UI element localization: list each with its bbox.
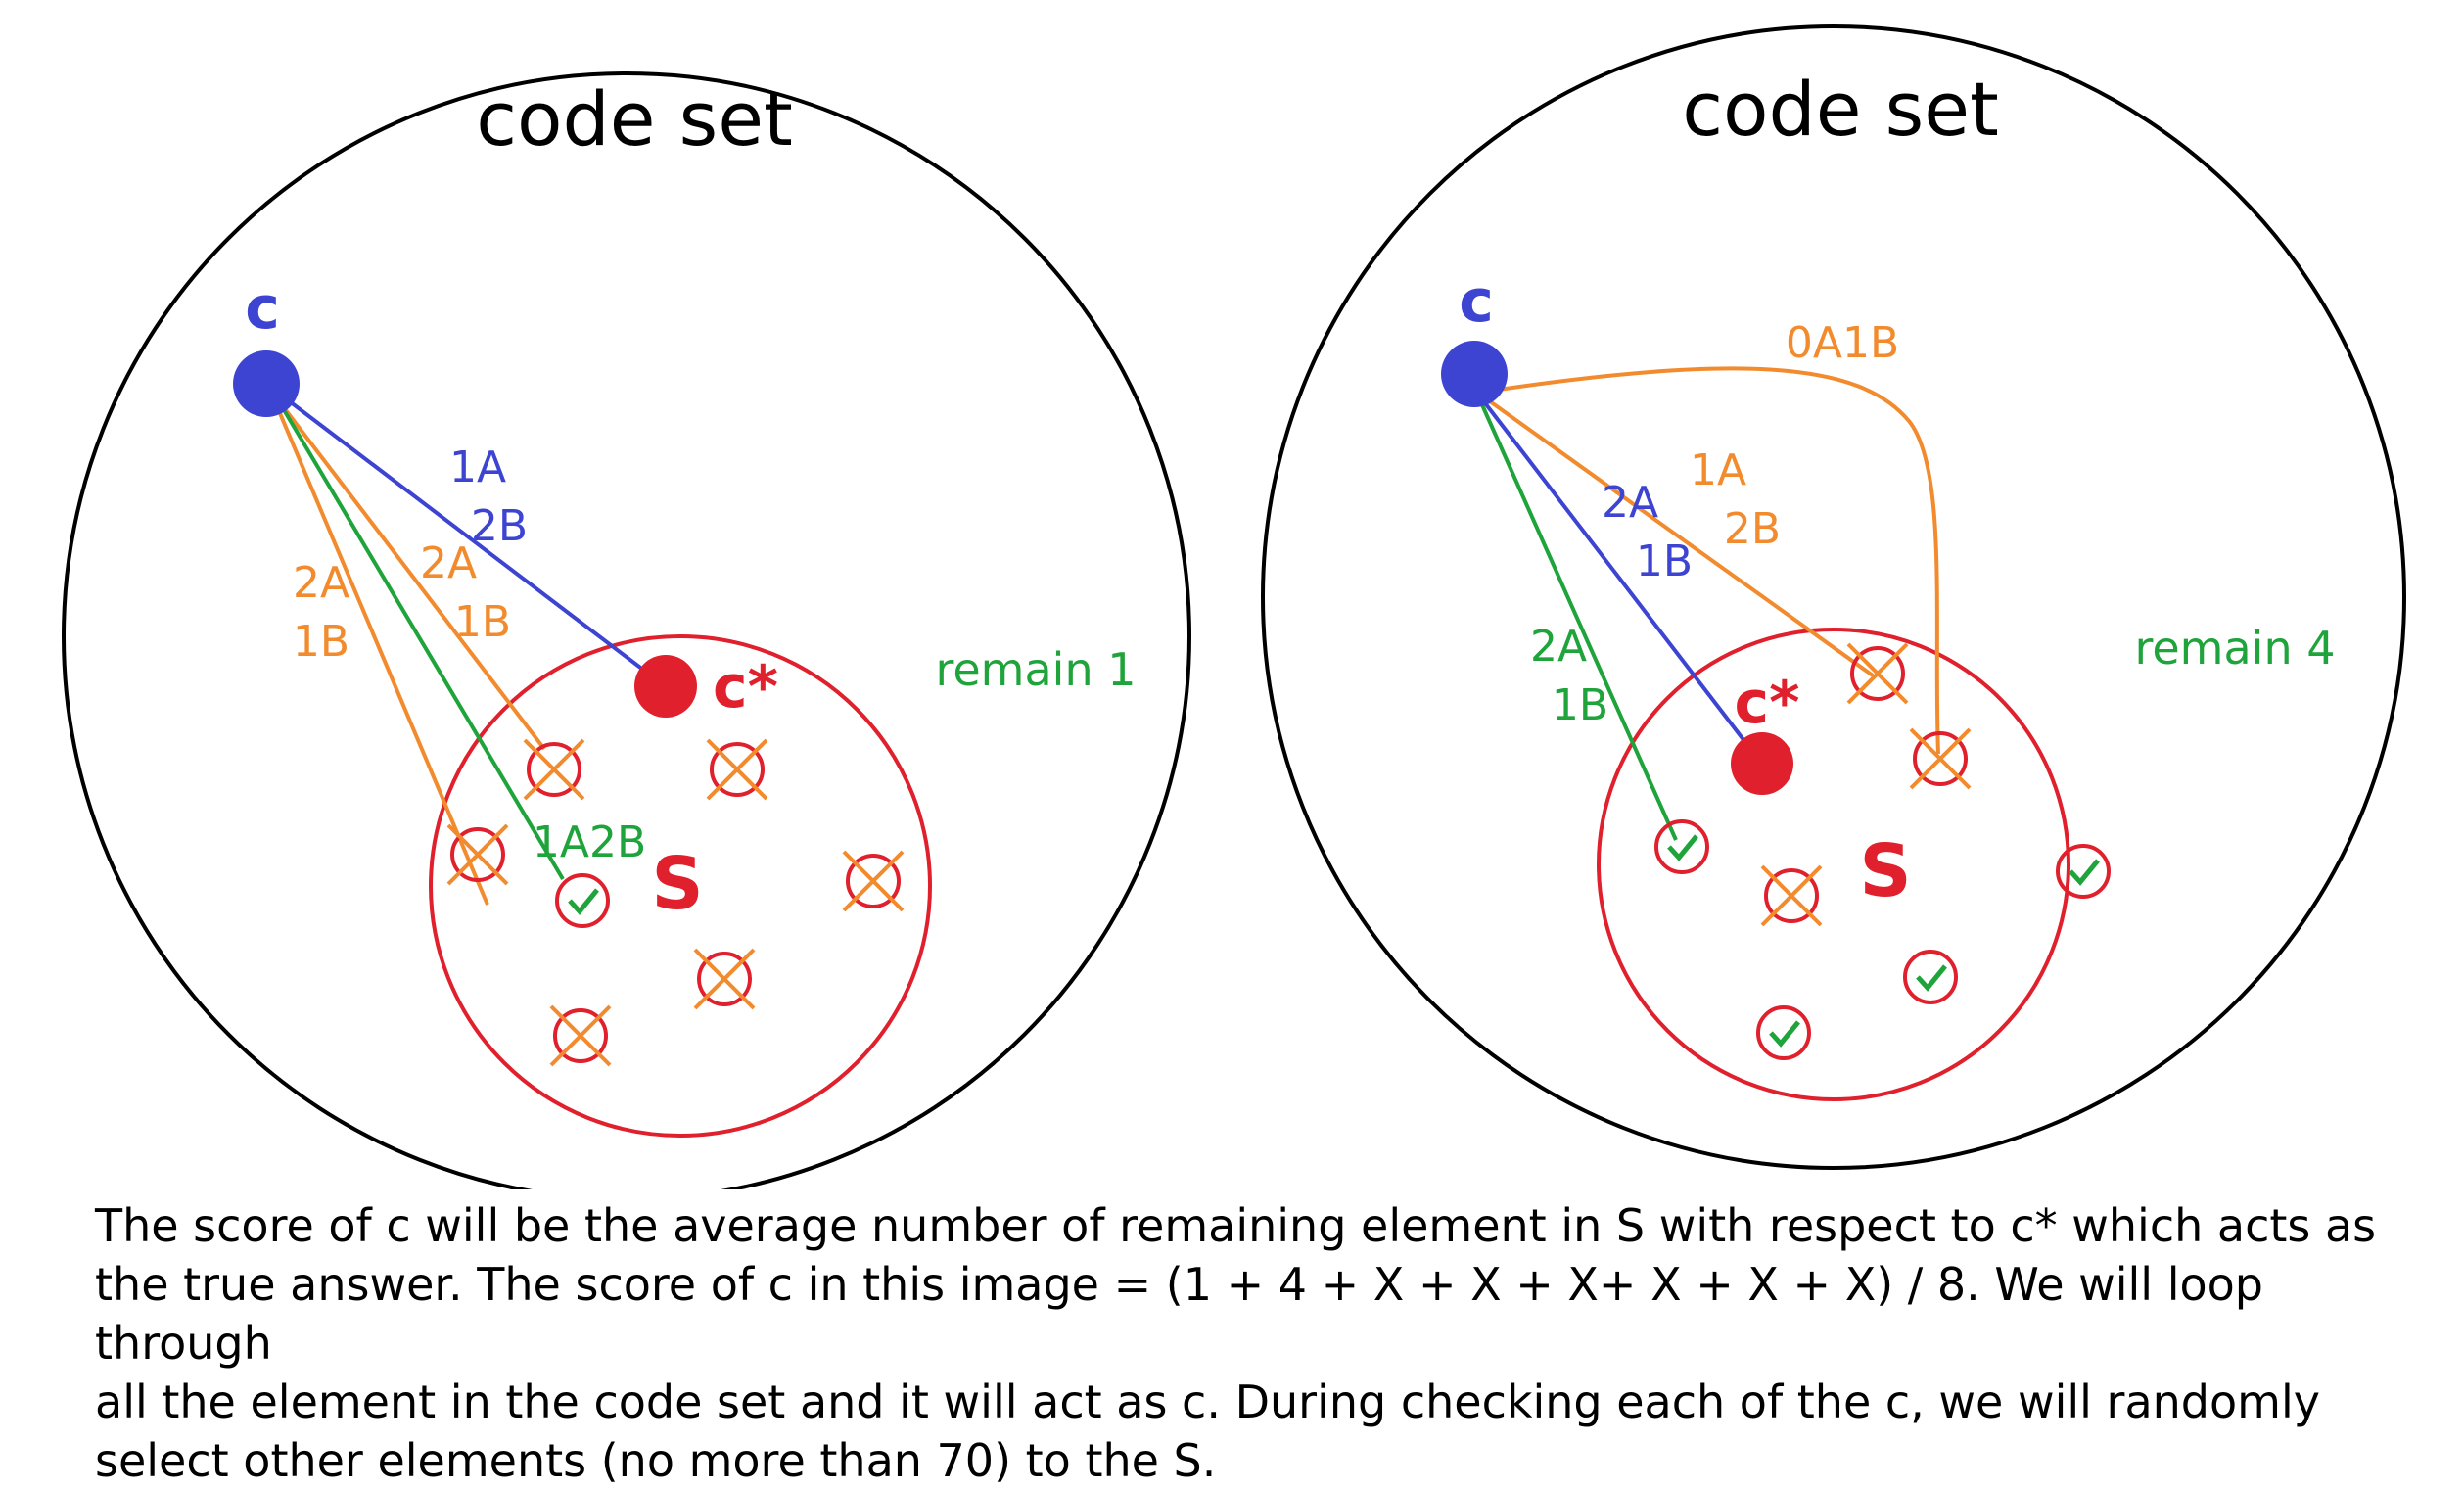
right-answer-label: c*: [1735, 669, 1800, 737]
right-edge-green: [1474, 391, 1678, 841]
left-answer-label: c*: [713, 653, 778, 722]
checkmark-circle-icon: [1654, 819, 1709, 874]
left-edge-orange-a: [272, 398, 489, 906]
right-remain-label: remain 4: [2134, 622, 2335, 675]
left-edge-blue: [264, 382, 666, 687]
left-guess-node: [233, 350, 300, 417]
left-edge-label: 2A: [420, 538, 477, 588]
diagram-canvas: code set c c* S remain 1 1A 2B 2A 1B 2A …: [62, 24, 2406, 1189]
right-edge-curve: [1471, 366, 1940, 755]
caption-line: The score of c will be the average numbe…: [95, 1199, 2377, 1252]
left-edge-label: 2A: [293, 558, 349, 608]
left-edge-label: 1A: [449, 442, 506, 492]
right-set-label: S: [1859, 829, 1911, 913]
right-edge-label: 2A: [1602, 478, 1658, 528]
left-panel: code set c c* S remain 1 1A 2B 2A 1B 2A …: [62, 71, 1191, 1189]
crossed-circle-icon: [1909, 727, 1972, 790]
right-edge-label: 2B: [1724, 504, 1781, 554]
left-title: code set: [476, 75, 793, 163]
left-edge-orange-b: [274, 396, 546, 751]
crossed-circle-icon: [446, 823, 509, 886]
right-edge-blue: [1474, 390, 1756, 756]
left-edge-label: 1A2B: [533, 817, 646, 867]
crossed-circle-icon: [549, 1004, 612, 1067]
left-edge-green: [278, 401, 565, 881]
checkmark-circle-icon: [2056, 844, 2111, 899]
right-edge-label: 1A: [1690, 445, 1746, 495]
crossed-circle-icon: [523, 738, 585, 801]
left-set-label: S: [651, 842, 703, 926]
checkmark-circle-icon: [1756, 1005, 1811, 1060]
crossed-circle-icon: [706, 738, 768, 801]
crossed-circle-icon: [1760, 864, 1823, 927]
caption-line: select other elements (no more than 70) …: [95, 1434, 1217, 1487]
right-edge-orange: [1474, 390, 1875, 677]
left-set-s-circle: [429, 634, 932, 1138]
right-edge-label: 1B: [1552, 680, 1608, 730]
left-code-set-circle: [62, 71, 1191, 1189]
crossed-circle-icon: [1846, 642, 1909, 705]
right-code-set-circle: [1261, 24, 2406, 1170]
caption: The score of c will be the average numbe…: [95, 1196, 2405, 1490]
checkmark-circle-icon: [1903, 950, 1958, 1004]
right-answer-node: [1731, 732, 1793, 795]
checkmark-circle-icon: [555, 873, 610, 928]
left-edge-label: 2B: [471, 501, 528, 551]
right-edge-label: 2A: [1530, 622, 1587, 672]
right-panel: code set c c* S remain 4 0A1B 1A 2B 2A 1…: [1261, 24, 2406, 1170]
right-edge-label: 1B: [1636, 536, 1693, 586]
right-edge-label: 0A1B: [1786, 318, 1899, 368]
right-title: code set: [1682, 66, 1999, 153]
crossed-circle-icon: [842, 850, 905, 912]
left-remain-label: remain 1: [935, 643, 1136, 696]
crossed-circle-icon: [693, 948, 756, 1010]
right-guess-label: c: [1459, 267, 1494, 336]
left-edge-label: 1B: [293, 617, 349, 667]
left-edge-label: 1B: [454, 597, 511, 647]
caption-line: all the element in the code set and it w…: [95, 1375, 2320, 1428]
right-guess-node: [1441, 341, 1508, 407]
right-set-s-circle: [1597, 628, 2070, 1101]
caption-line: the true answer. The score of c in this …: [95, 1258, 2263, 1370]
left-guess-label: c: [245, 274, 280, 343]
left-answer-node: [634, 655, 697, 718]
